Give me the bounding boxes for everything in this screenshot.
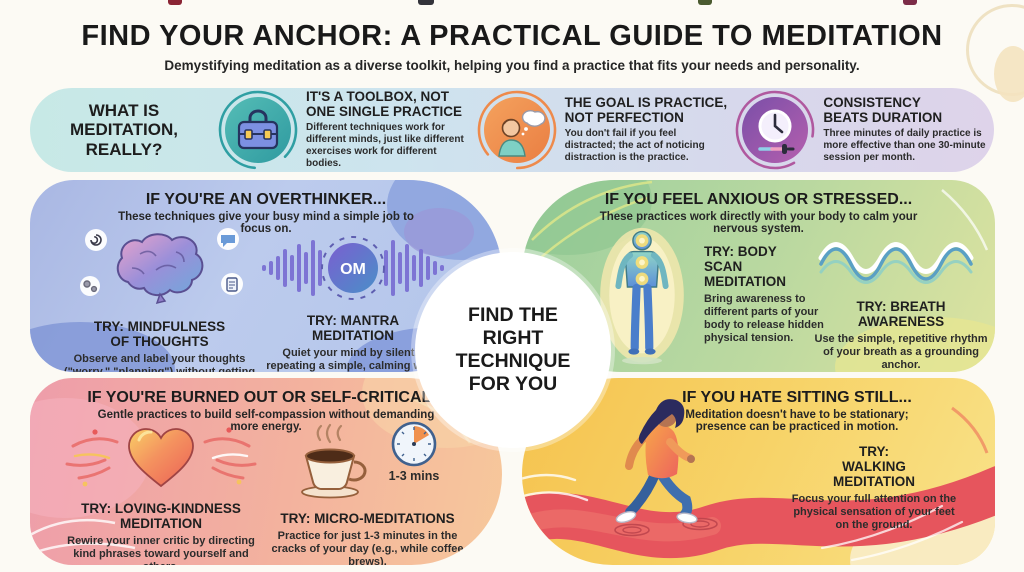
band-item-body: Different techniques work for different …	[306, 122, 464, 169]
technique-title: TRY: BREATH AWARENESS	[856, 299, 946, 329]
om-label: OM	[340, 261, 366, 278]
quadrant-burned-out: IF YOU'RE BURNED OUT OR SELF-CRITICAL...…	[30, 378, 502, 565]
quadrant-overthinker: IF YOU'RE AN OVERTHINKER... These techni…	[30, 180, 502, 372]
center-circle: FIND THE RIGHT TECHNIQUE FOR YOU	[415, 252, 611, 448]
intro-band: WHAT IS MEDITATION, REALLY? IT'S A TOOLB…	[30, 88, 994, 172]
technique-micro: 1-3 mins TRY: MICRO-MEDITATIONS Practice…	[260, 418, 475, 565]
band-question: WHAT IS MEDITATION, REALLY?	[70, 101, 178, 159]
walking-path	[522, 406, 995, 562]
center-label: FIND THE RIGHT TECHNIQUE FOR YOU	[455, 304, 571, 395]
quadrant-restless: IF YOU HATE SITTING STILL... Meditation …	[522, 378, 995, 565]
page-title: FIND YOUR ANCHOR: A PRACTICAL GUIDE TO M…	[81, 20, 943, 52]
band-item-title: THE GOAL IS PRACTICE, NOT PERFECTION	[564, 95, 728, 125]
quadrant-title: IF YOU'RE AN OVERTHINKER...	[145, 191, 387, 208]
quadrant-subtitle: Meditation doesn't have to be stationary…	[685, 409, 909, 433]
top-edge-mark	[168, 0, 182, 5]
clock-icon	[735, 90, 815, 170]
band-item-title: IT'S A TOOLBOX, NOT ONE SINGLE PRACTICE	[306, 89, 463, 119]
band-item-body: Three minutes of daily practice is more …	[823, 128, 986, 163]
technique-walking: TRY: WALKING MEDITATION Focus your full …	[774, 440, 974, 532]
technique-title: TRY: MICRO-MEDITATIONS	[280, 511, 455, 526]
heart-icon	[52, 420, 270, 497]
technique-body: Bring awareness to different parts of yo…	[704, 292, 824, 345]
om-soundwave-icon: OM	[258, 232, 448, 309]
technique-body: Focus your full attention on the physica…	[791, 492, 957, 531]
band-item-practice: THE GOAL IS PRACTICE, NOT PERFECTION You…	[477, 90, 736, 170]
quadrant-title: IF YOU'RE BURNED OUT OR SELF-CRITICAL...	[87, 389, 445, 406]
band-item-body: You don't fail if you feel distracted; t…	[564, 128, 705, 163]
technique-mindfulness: TRY: MINDFULNESS OF THOUGHTS Observe and…	[52, 224, 267, 372]
coffee-cup-icon: 1-3 mins	[260, 418, 475, 507]
corner-ornament	[994, 46, 1024, 102]
technique-loving-kindness: TRY: LOVING-KINDNESS MEDITATION Rewire y…	[52, 420, 270, 565]
technique-mantra: OM TRY: MANTRA MEDITATION Quiet your min…	[258, 232, 448, 372]
page-subtitle: Demystifying meditation as a diverse too…	[164, 58, 860, 73]
band-item-consistency: CONSISTENCY BEATS DURATION Three minutes…	[735, 90, 994, 170]
quadrant-title: IF YOU FEEL ANXIOUS OR STRESSED...	[604, 191, 913, 208]
technique-breath: TRY: BREATH AWARENESS Use the simple, re…	[812, 232, 990, 372]
toolbox-icon	[218, 90, 298, 170]
quadrant-subtitle: These techniques give your busy mind a s…	[118, 211, 414, 235]
technique-title: TRY: LOVING-KINDNESS MEDITATION	[81, 501, 241, 531]
quadrant-title: IF YOU HATE SITTING STILL...	[682, 389, 912, 406]
top-edge-mark	[418, 0, 434, 5]
top-edge-mark	[698, 0, 712, 5]
blob-decoration	[404, 208, 474, 256]
technique-body: Rewire your inner critic by directing ki…	[67, 534, 255, 565]
band-item-toolbox: IT'S A TOOLBOX, NOT ONE SINGLE PRACTICE …	[218, 89, 477, 170]
technique-body: Observe and label your thoughts ("worry,…	[63, 352, 256, 372]
breath-waves-icon	[812, 232, 990, 295]
technique-title: TRY: MANTRA MEDITATION	[306, 313, 400, 343]
timer-label: 1-3 mins	[388, 469, 439, 483]
technique-body-scan: TRY: BODY SCAN MEDITATION Bring awarenes…	[592, 222, 832, 372]
technique-body: Quiet your mind by silently repeating a …	[266, 346, 440, 372]
quadrant-subtitle: These practices work directly with your …	[599, 211, 918, 235]
technique-body: Practice for just 1-3 minutes in the cra…	[271, 529, 464, 565]
technique-title: TRY: BODY SCAN MEDITATION	[704, 244, 786, 289]
distracted-person-icon	[477, 90, 557, 170]
technique-body: Use the simple, repetitive rhythm of you…	[814, 332, 988, 372]
body-scan-icon	[592, 222, 692, 372]
brain-icon	[52, 224, 267, 315]
walking-person-icon	[584, 384, 744, 549]
technique-title: TRY: MINDFULNESS OF THOUGHTS	[93, 319, 226, 349]
technique-title: TRY: WALKING MEDITATION	[833, 444, 915, 489]
band-item-title: CONSISTENCY BEATS DURATION	[823, 95, 943, 125]
top-edge-mark	[903, 0, 917, 5]
quadrant-subtitle: Gentle practices to build self-compassio…	[97, 409, 435, 433]
